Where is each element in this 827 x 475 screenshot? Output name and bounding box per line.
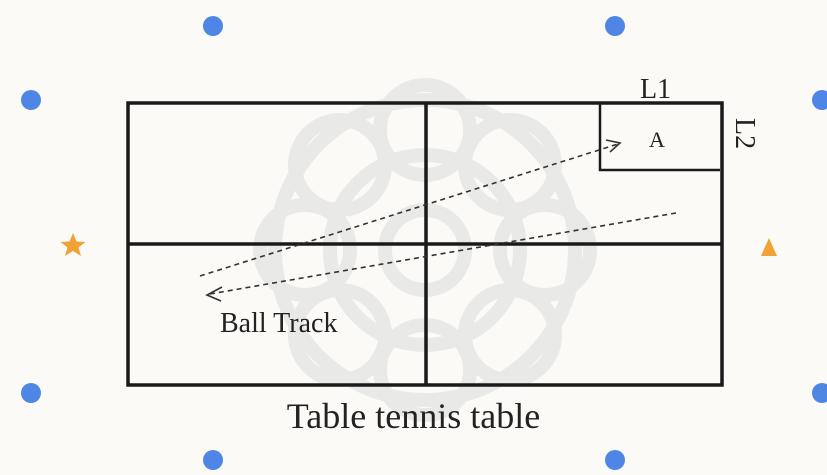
target-zone-label: A (649, 127, 665, 152)
ball-track-outbound (199, 143, 619, 277)
ball-track-return (209, 212, 677, 295)
sensor-dot (21, 90, 41, 110)
sensor-dot (605, 450, 625, 470)
ball-track-label: Ball Track (220, 308, 338, 339)
sensor-dot (812, 90, 827, 110)
sensor-dots (21, 16, 827, 470)
sensor-dot (203, 450, 223, 470)
target-zone-a (598, 103, 720, 172)
arrowhead-return (205, 286, 223, 302)
arrowheads (205, 139, 622, 302)
width-label: L2 (729, 118, 760, 150)
triangle-icon (761, 238, 777, 256)
arrowhead-outbound (605, 139, 622, 153)
sensor-dot (21, 383, 41, 403)
sensor-dot (203, 16, 223, 36)
length-label: L1 (640, 74, 672, 105)
table-outline (126, 101, 724, 387)
diagram-caption: Table tennis table (286, 396, 541, 436)
sensor-dot (605, 16, 625, 36)
star-icon (60, 233, 86, 256)
ball-track (199, 143, 677, 295)
sensor-dot (812, 383, 827, 403)
